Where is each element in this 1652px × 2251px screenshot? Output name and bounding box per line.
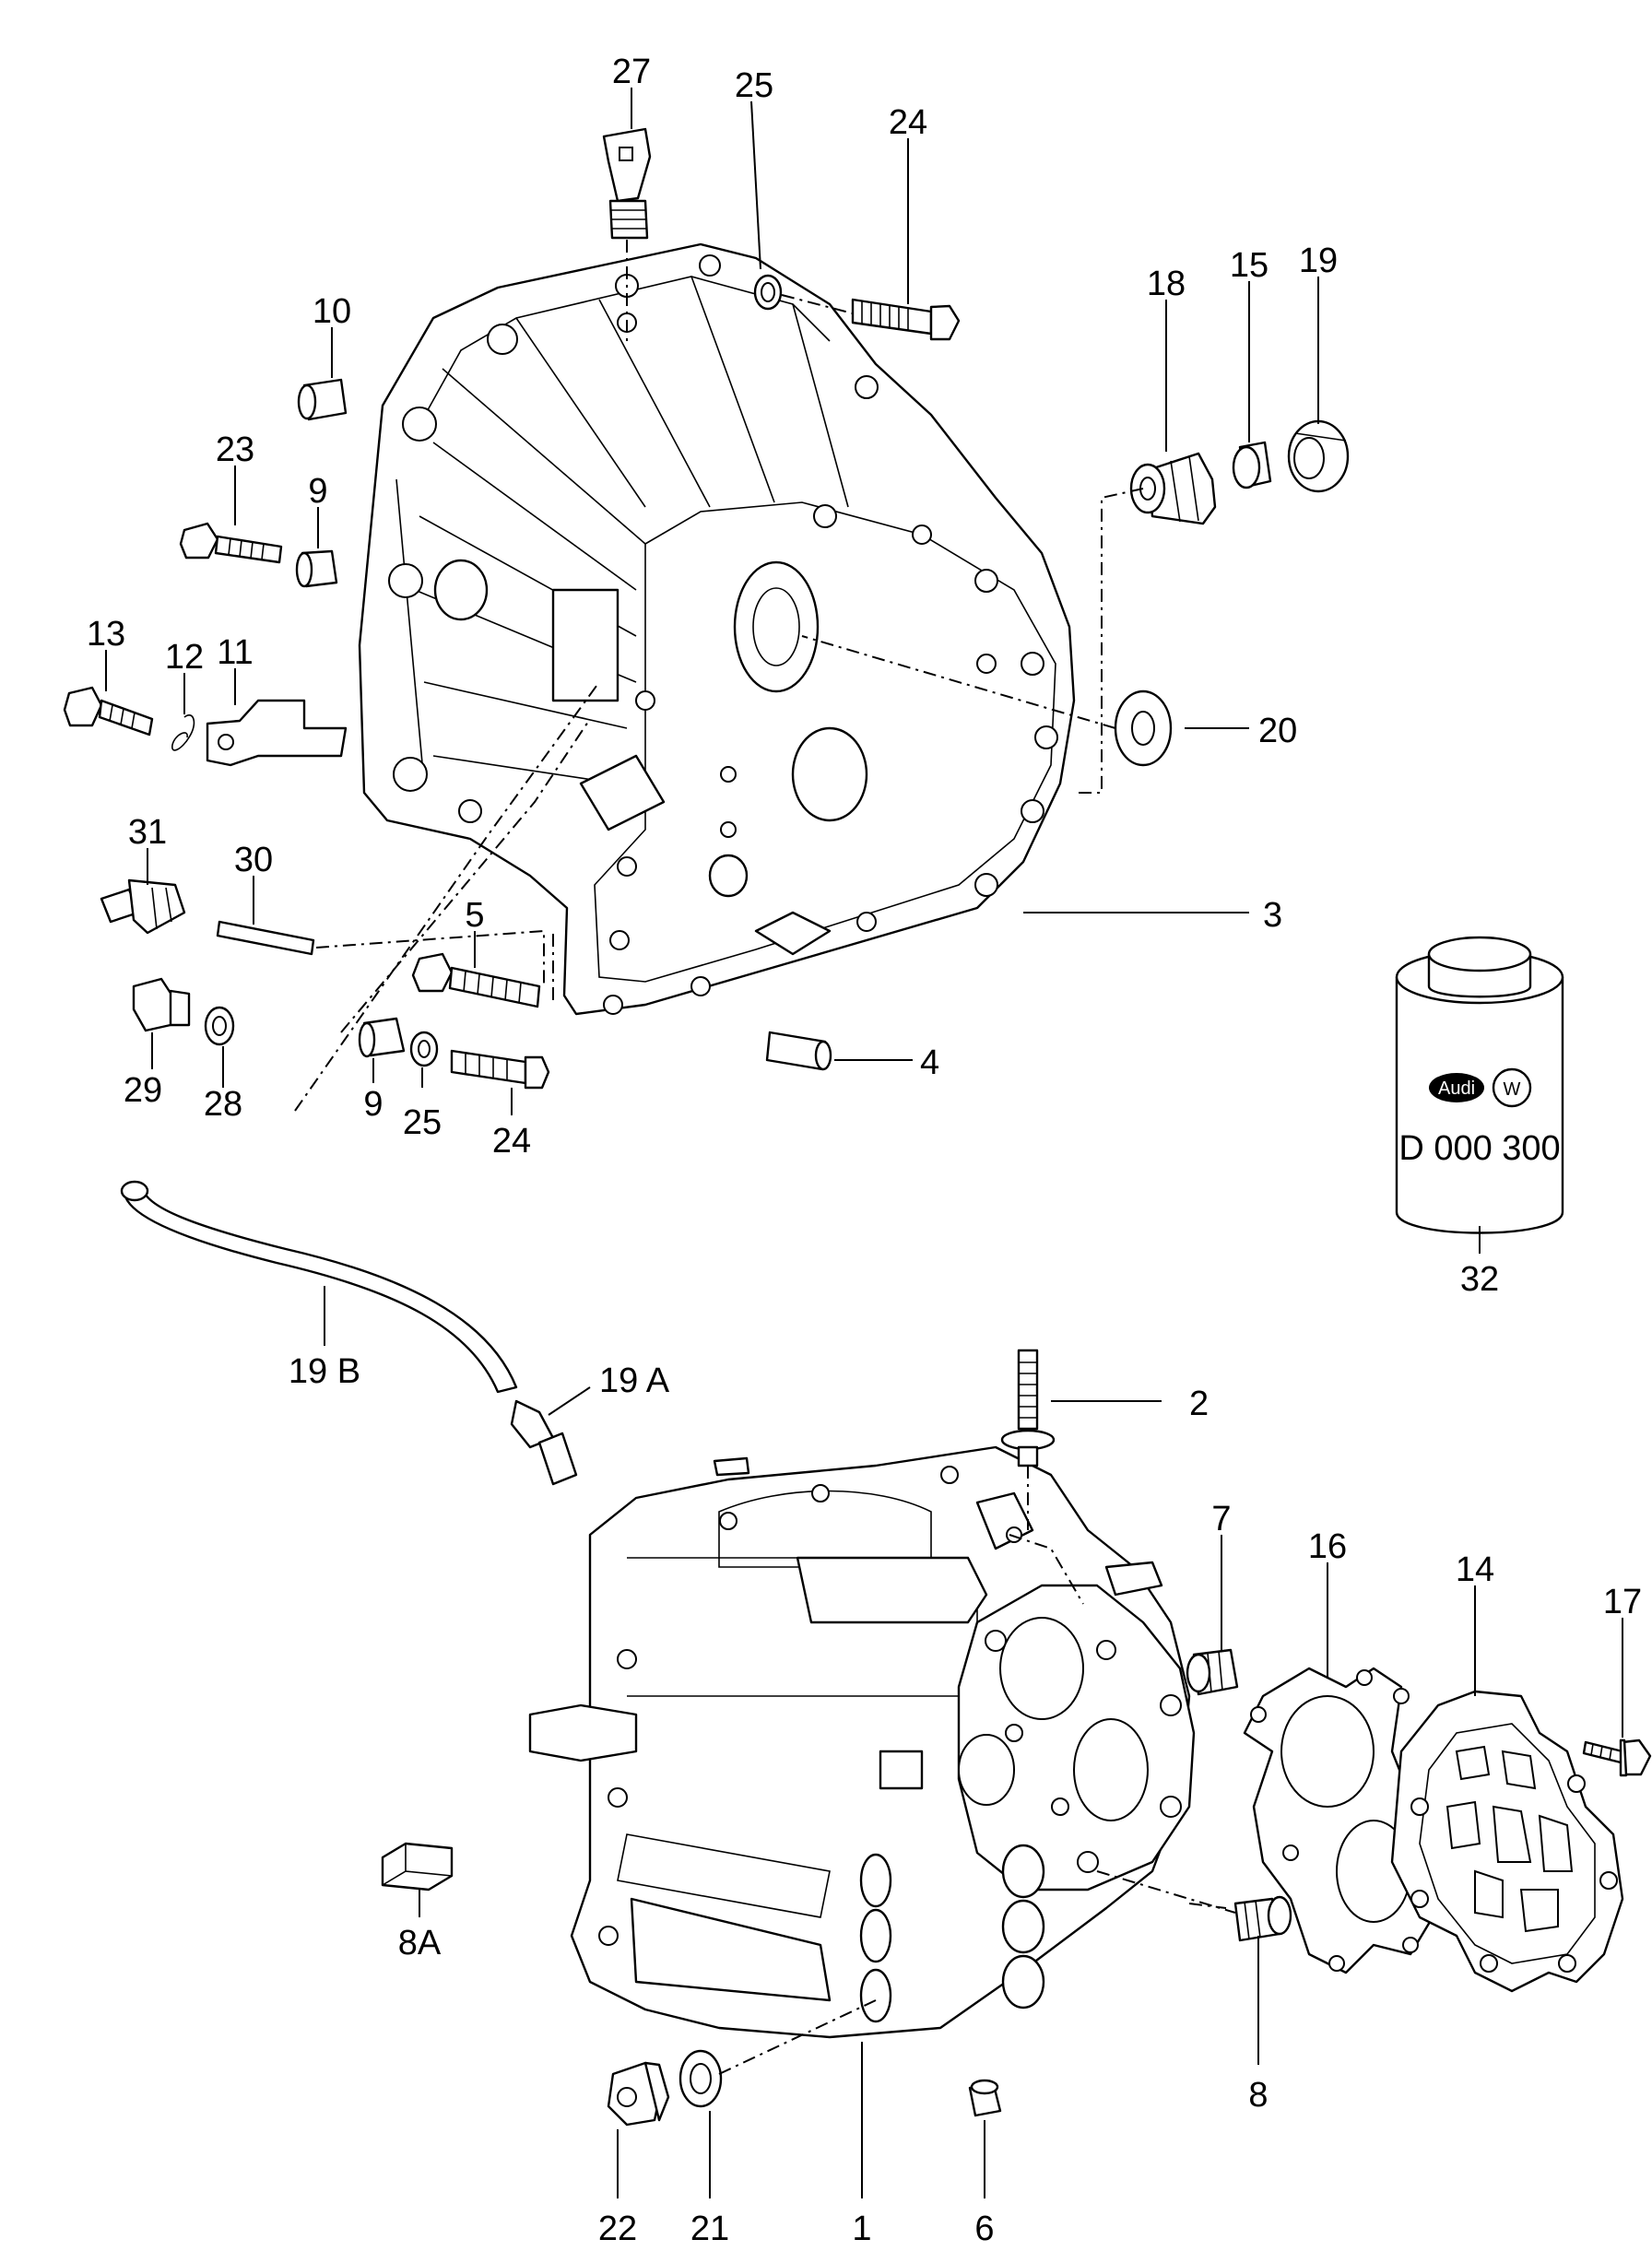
seal-20 (1114, 689, 1173, 767)
callout-22: 22 (598, 2210, 637, 2246)
bush-15 (1232, 441, 1272, 489)
washer-21 (678, 2049, 723, 2108)
bolt-24-bottom (450, 1049, 550, 1090)
audi-logo-text: Audi (1438, 1078, 1475, 1099)
callout-5: 5 (465, 896, 484, 935)
vw-logo-mark: W (1504, 1079, 1521, 1100)
callout-3: 3 (1263, 896, 1282, 935)
washer-25-top (753, 274, 783, 311)
callout-19: 19 (1299, 242, 1338, 280)
dowel-10 (297, 378, 348, 421)
washer-28 (204, 1006, 235, 1046)
callout-30: 30 (234, 841, 273, 879)
plug-7 (1186, 1648, 1239, 1696)
pin-30 (216, 920, 315, 956)
callout-29: 29 (124, 1071, 162, 1110)
plug-22 (607, 2061, 670, 2127)
clutch-housing (206, 242, 1076, 1016)
callout-1: 1 (852, 2210, 871, 2246)
callout-24-top: 24 (889, 103, 927, 142)
audi-logo (1429, 1073, 1484, 1102)
washer-25-bottom (409, 1031, 439, 1067)
callout-labels: 27 25 24 10 23 9 18 15 19 13 12 11 20 31… (87, 53, 1642, 2248)
dowel-4 (765, 1031, 832, 1071)
callout-28: 28 (204, 1085, 242, 1124)
callout-19a: 19 A (599, 1361, 670, 1400)
callout-9-bottom: 9 (363, 1085, 383, 1124)
fluid-can-32: Audi W D 000 300 (1395, 936, 1564, 1234)
callout-25-top: 25 (735, 66, 773, 105)
callout-31: 31 (128, 813, 167, 852)
callout-8a: 8A (398, 1924, 442, 1962)
callout-14: 14 (1456, 1550, 1494, 1589)
seal-18 (1129, 452, 1217, 525)
callout-23: 23 (216, 430, 254, 469)
callout-10: 10 (313, 292, 351, 331)
callout-18: 18 (1147, 265, 1186, 303)
plug-6 (968, 2079, 1002, 2117)
callout-13: 13 (87, 615, 125, 654)
assembly-center-lines (294, 240, 1236, 2075)
plug-8 (1233, 1895, 1292, 1942)
callout-32: 32 (1460, 1260, 1499, 1299)
callout-2: 2 (1189, 1385, 1209, 1423)
bolt-13 (63, 686, 154, 737)
callout-6: 6 (974, 2210, 994, 2246)
dowel-9-bottom (358, 1017, 406, 1058)
dipstick-27 (602, 127, 652, 240)
gasket-16 (1243, 1667, 1440, 1974)
bolt-23 (179, 522, 283, 564)
callout-24-bottom: 24 (492, 1122, 531, 1161)
leader-lines (105, 88, 1623, 2198)
callout-8: 8 (1248, 2076, 1268, 2115)
callout-25-bottom: 25 (403, 1103, 442, 1142)
bolt-17 (1582, 1738, 1652, 1777)
bolt-24-top (851, 298, 961, 341)
callout-17: 17 (1603, 1583, 1642, 1621)
callout-16: 16 (1308, 1527, 1347, 1566)
callout-9-top: 9 (308, 472, 327, 511)
cover-14 (1390, 1690, 1624, 1993)
callout-4: 4 (920, 1043, 939, 1082)
breather-hose-19b (120, 1180, 518, 1394)
bolt-5 (411, 952, 541, 1008)
dowel-9-top (295, 549, 338, 588)
gearbox-housing (528, 1445, 1196, 2039)
vw-logo (1492, 1067, 1532, 1108)
breather-19a (510, 1399, 578, 1486)
fluid-part-number: D 000 300 (1398, 1129, 1560, 1168)
lock-washer-12 (171, 714, 195, 751)
seal-19 (1287, 419, 1350, 493)
stud-2 (1000, 1349, 1056, 1467)
callout-21: 21 (690, 2210, 729, 2246)
callout-11: 11 (217, 633, 253, 672)
plug-29 (132, 977, 191, 1032)
callout-19b: 19 B (289, 1352, 360, 1391)
callout-12: 12 (165, 638, 204, 677)
plug-8a (381, 1842, 454, 1892)
callout-27: 27 (612, 53, 651, 91)
callout-7: 7 (1211, 1500, 1231, 1538)
sender-31 (100, 878, 186, 935)
callout-20: 20 (1258, 712, 1297, 750)
callout-15: 15 (1230, 246, 1268, 285)
